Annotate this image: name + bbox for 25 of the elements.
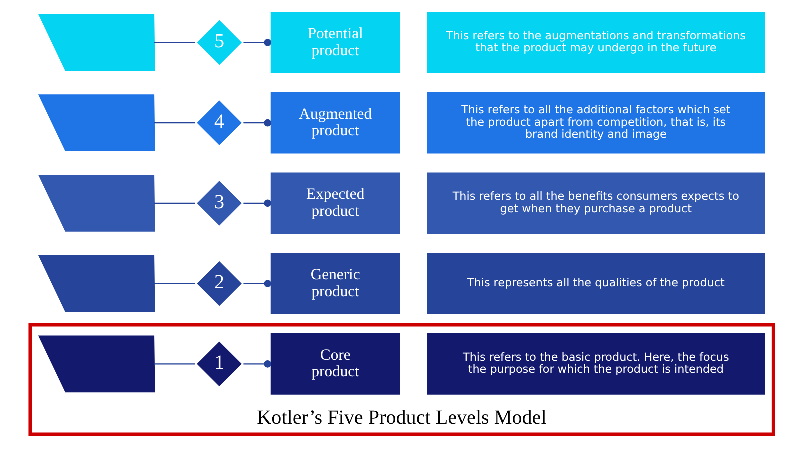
connector <box>154 202 196 204</box>
node-band <box>38 14 156 72</box>
connector <box>244 119 272 127</box>
node-box: This represents all the qualities of the product <box>427 253 766 314</box>
node-box: Generic product <box>270 253 400 314</box>
connector <box>244 280 272 288</box>
connector <box>244 360 272 368</box>
connector <box>154 42 196 44</box>
node-box: This refers to all the benefits consumers expects to get when they purchase a product <box>427 172 766 234</box>
node-box: This refers to the augmentations and transformations that the product may undergo in the future <box>427 12 766 74</box>
node-box: Expected product <box>270 172 400 234</box>
node-box: Core product <box>270 333 400 395</box>
node-band <box>38 94 156 152</box>
node-band <box>38 336 156 393</box>
node-box: Augmented product <box>270 92 400 154</box>
connector <box>244 200 272 208</box>
connector <box>244 39 272 46</box>
node-band <box>38 175 156 232</box>
connector <box>154 364 196 365</box>
node-box: This refers to the basic product. Here, the focus the purpose for which the product is intended <box>427 333 766 395</box>
connector <box>154 122 196 124</box>
connector <box>154 283 196 284</box>
node-box: Potential product <box>270 12 400 74</box>
node-band <box>38 255 156 312</box>
node-box: This refers to all the additional factors which set the product apart from competition, that is, its brand identity and image <box>427 92 766 154</box>
